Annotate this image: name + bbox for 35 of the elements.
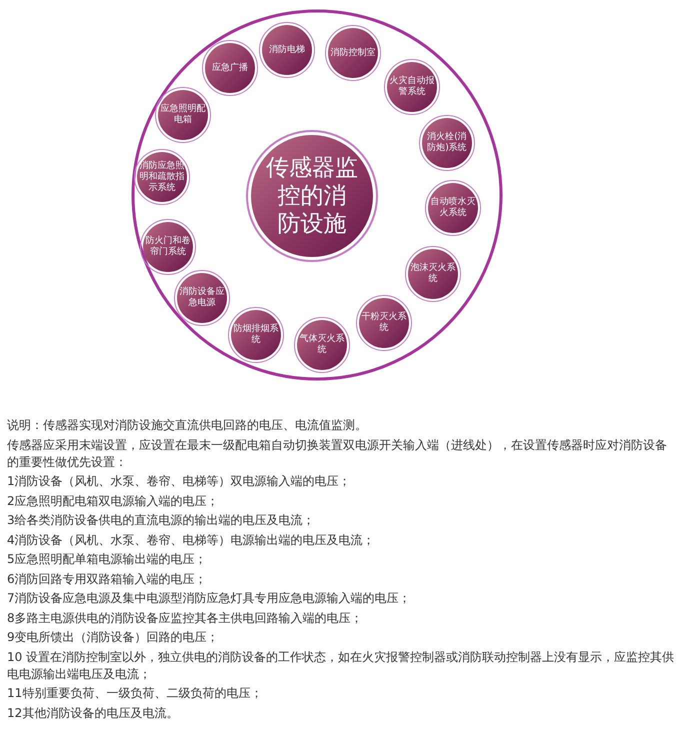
center-title: 传感器监控的消防设施 <box>265 154 359 238</box>
note-text: 传感器应采用末端设置，应设置在最末一级配电箱自动切换装置双电源开关输入端（进线处），在设置传感器时应对消防设备的重要性做优先设置： <box>7 436 668 470</box>
list-item-text: 6消防回路专用双路箱输入端的电压； <box>7 570 208 588</box>
list-item-text: 4消防设备（风机、水泵、卷帘、电梯等）电源输出端的电压及电流； <box>7 532 376 548</box>
node-label: 防火门和卷帘门系统 <box>145 236 191 258</box>
list-item-text: 12其他消防设备的电压及电流。 <box>7 704 180 722</box>
node-label: 消防电梯 <box>269 44 305 56</box>
circle-node <box>155 87 211 143</box>
node-label: 消火栓(消防炮)系统 <box>426 132 468 154</box>
circle-node <box>202 40 258 96</box>
list-item-text: 5应急照明配单箱电源输出端的电压； <box>7 551 208 568</box>
list-item-text: 3给各类消防设备供电的直流电源的输出端的电压及电流； <box>7 512 316 529</box>
node-label: 消防设备应急电源 <box>179 287 225 309</box>
note-text: 说明：传感器实现对消防设施交直流供电回路的电压、电流值监测。 <box>7 417 368 434</box>
node-label: 防烟排烟系统 <box>233 324 279 346</box>
list-item-text: 7消防设备应急电源及集中电源型消防应急灯具专用应急电源输入端的电压； <box>7 590 412 607</box>
circle-node <box>140 219 196 275</box>
node-label: 气体灭火系统 <box>299 334 345 356</box>
circle-node <box>356 295 412 351</box>
list-item-text: 11特别重要负荷、一级负荷、二级负荷的电压； <box>7 685 264 702</box>
node-label: 干粉灭火系统 <box>361 312 407 334</box>
circle-node <box>174 270 230 326</box>
node-label: 火灾自动报警系统 <box>389 76 435 98</box>
node-label: 应急广播 <box>212 62 248 74</box>
list-item-text: 2应急照明配电箱双电源输入端的电压； <box>7 492 220 510</box>
node-label: 泡沫灭火系统 <box>410 263 456 285</box>
list-item-text: 1消防设备（风机、水泵、卷帘、电梯等）双电源输入端的电压； <box>7 473 352 490</box>
list-item-text: 8多路主电源供电的消防设备应监控其各主供电回路输入端的电压； <box>7 610 364 626</box>
circle-node <box>228 307 284 363</box>
node-label: 自动喷水灭火系统 <box>430 197 476 219</box>
list-item-text: 9变电所馈出（消防设备）回路的电压； <box>7 629 220 646</box>
list-item-text: 10 设置在消防控制室以外，独立供电的消防设备的工作状态，如在火灾报警控制器或消防联动控制器上没有显示，应监控其供电电源输出端电压及电流； <box>7 648 675 682</box>
node-label: 消防控制室 <box>330 48 376 58</box>
node-label: 应急照明配电箱 <box>160 104 206 126</box>
circle-node <box>384 59 440 115</box>
